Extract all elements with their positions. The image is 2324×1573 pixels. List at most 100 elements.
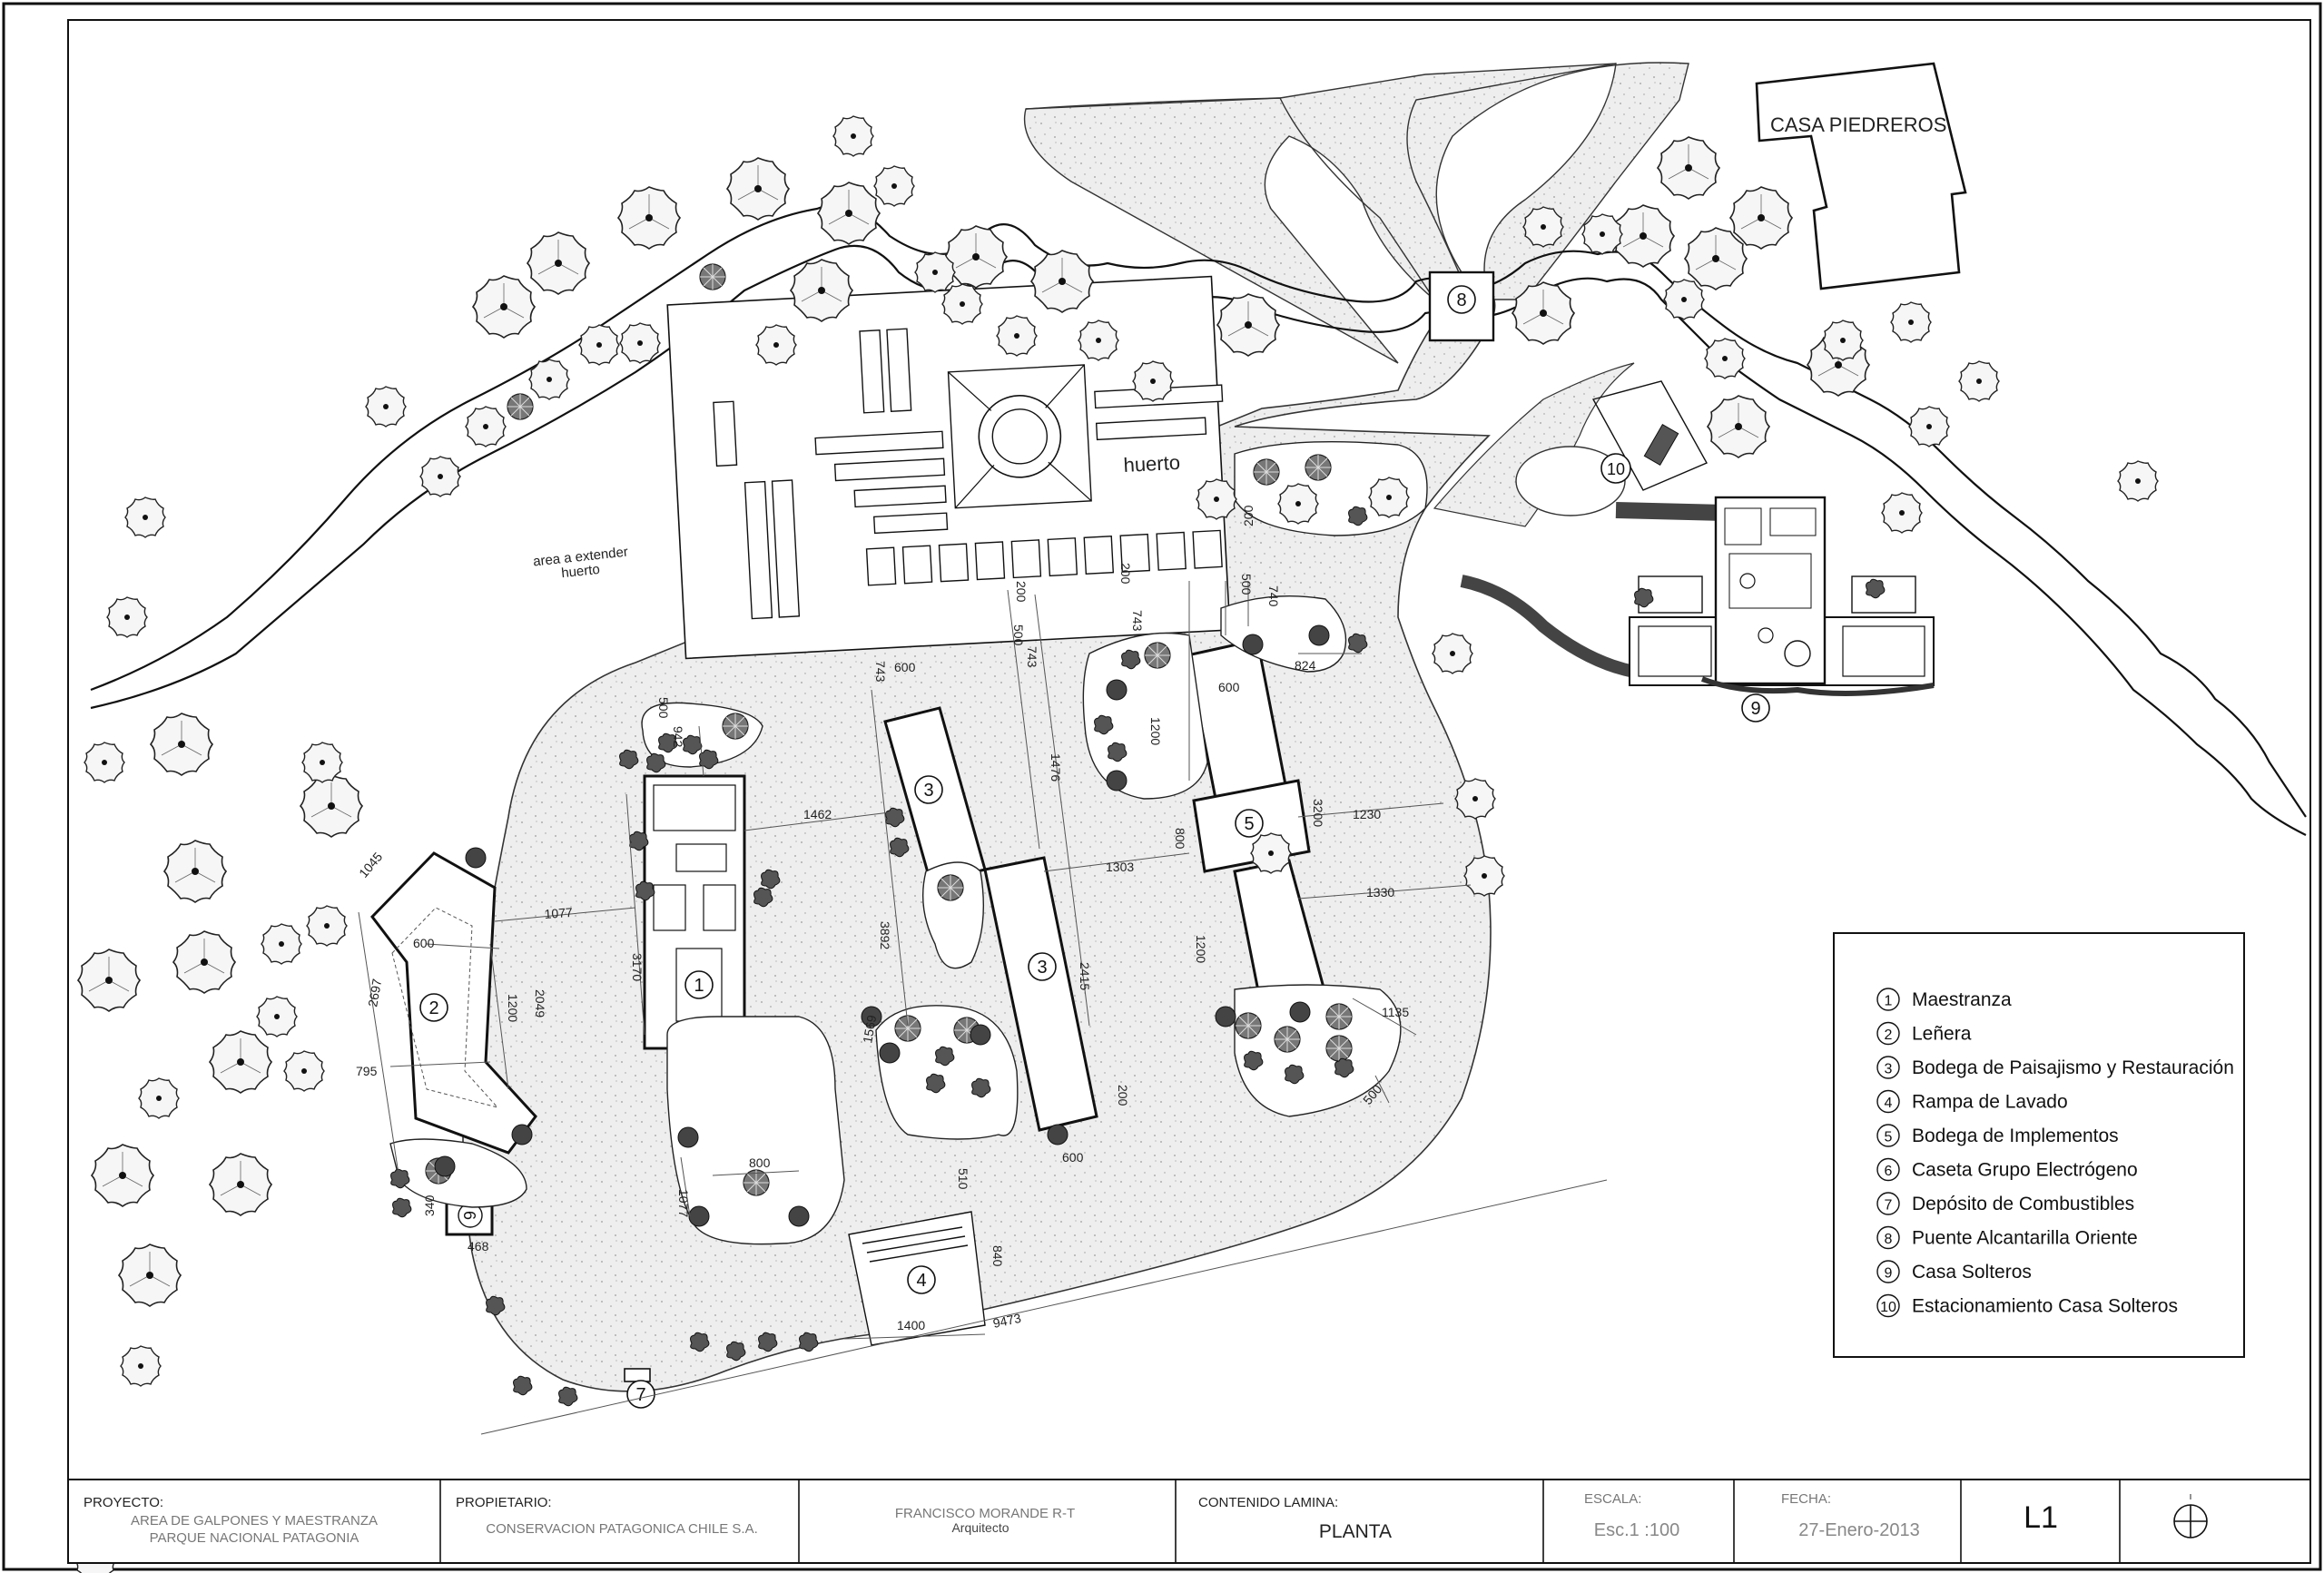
fecha-value: 27-Enero-2013 bbox=[1798, 1520, 1919, 1540]
legend-number-ring bbox=[1876, 1225, 1900, 1250]
dim-340: 340 bbox=[422, 1194, 437, 1216]
proyecto-line2: PARQUE NACIONAL PATAGONIA bbox=[150, 1530, 359, 1546]
escala-label: ESCALA: bbox=[1584, 1491, 1641, 1507]
building-7-number: 7 bbox=[635, 1385, 645, 1405]
dim-840: 840 bbox=[990, 1245, 1005, 1267]
bridge-8-number: 8 bbox=[1456, 290, 1466, 310]
legend-label: Rampa de Lavado bbox=[1912, 1092, 2068, 1113]
dim-1200-b5b: 1200 bbox=[1194, 935, 1208, 963]
dim-1303: 1303 bbox=[1106, 860, 1134, 874]
dim-824: 824 bbox=[1295, 658, 1316, 673]
building-4-number: 4 bbox=[916, 1271, 926, 1291]
escala-value: Esc.1 :100 bbox=[1594, 1520, 1680, 1540]
legend-number-ring bbox=[1876, 1089, 1900, 1114]
building-3a-number: 3 bbox=[923, 781, 933, 801]
dim-500-c: 500 bbox=[1239, 574, 1254, 595]
dim-2049: 2049 bbox=[533, 989, 547, 1018]
dim-500-b1: 500 bbox=[656, 697, 671, 719]
legend-label: Estacionamiento Casa Solteros bbox=[1912, 1296, 2178, 1317]
legend-number: 7 bbox=[1885, 1198, 1893, 1214]
dim-743-c: 743 bbox=[1130, 610, 1145, 632]
legend-label: Puente Alcantarilla Oriente bbox=[1912, 1228, 2138, 1249]
dimension-lines bbox=[358, 581, 1608, 1435]
legend-number: 10 bbox=[1880, 1300, 1896, 1315]
dim-800: 800 bbox=[749, 1155, 771, 1170]
building-4-number-ring bbox=[907, 1265, 936, 1294]
building-9-number: 9 bbox=[1750, 699, 1760, 719]
legend-number-ring bbox=[1876, 1157, 1900, 1182]
arquitecto-role: Arquitecto bbox=[951, 1520, 1009, 1535]
dim-743-b: 743 bbox=[1025, 646, 1039, 668]
dim-3892: 3892 bbox=[878, 921, 892, 949]
building-3-lower bbox=[983, 856, 1098, 1132]
huerto-center-feature bbox=[947, 364, 1092, 509]
dim-1045: 1045 bbox=[356, 850, 385, 880]
building-3a-number-ring bbox=[914, 775, 943, 804]
dim-1569: 1569 bbox=[860, 1014, 879, 1045]
dim-2697: 2697 bbox=[365, 978, 384, 1008]
legend-number-ring bbox=[1876, 1056, 1900, 1079]
parked-car bbox=[1643, 423, 1679, 467]
propietario-value: CONSERVACION PATAGONICA CHILE S.A. bbox=[486, 1521, 758, 1537]
casa-piedreros-outline bbox=[1755, 62, 1967, 290]
bridge-8-number-ring bbox=[1447, 285, 1476, 314]
dim-3170: 3170 bbox=[630, 953, 645, 981]
building-2-inner bbox=[391, 907, 499, 1108]
building-10-number: 10 bbox=[1607, 460, 1625, 478]
dim-1476: 1476 bbox=[1049, 753, 1063, 782]
legend-number: 1 bbox=[1885, 994, 1893, 1009]
north-arrow-icon bbox=[2173, 1494, 2208, 1539]
lamina-number: L1 bbox=[2024, 1500, 2058, 1535]
legend-item: 6 Caseta Grupo Electrógeno bbox=[1876, 1157, 2138, 1182]
dim-468: 468 bbox=[468, 1239, 489, 1253]
legend-item: 9 Casa Solteros bbox=[1876, 1260, 2032, 1283]
title-block-frame bbox=[67, 1479, 2311, 1564]
legend-number: 5 bbox=[1885, 1130, 1893, 1145]
huerto-label: huerto bbox=[1123, 451, 1181, 477]
legend-number: 8 bbox=[1885, 1232, 1893, 1247]
legend-label: Depósito de Combustibles bbox=[1912, 1194, 2134, 1214]
legend-number: 3 bbox=[1885, 1062, 1893, 1077]
building-9-number-ring bbox=[1741, 693, 1770, 723]
dim-200-b: 200 bbox=[1118, 563, 1133, 585]
legend-number: 4 bbox=[1885, 1096, 1893, 1111]
contenido-label: CONTENIDO LAMINA: bbox=[1198, 1495, 1338, 1510]
legend-label: Bodega de Paisajismo y Restauración bbox=[1912, 1057, 2234, 1078]
building-3b-number: 3 bbox=[1037, 958, 1047, 978]
creek-line-upper bbox=[90, 204, 2307, 818]
building-10-number-ring bbox=[1600, 453, 1631, 484]
dim-800-b5: 800 bbox=[1173, 828, 1187, 850]
legend-number: 6 bbox=[1885, 1164, 1893, 1179]
proyecto-line1: AREA DE GALPONES Y MAESTRANZA bbox=[131, 1513, 378, 1529]
dim-1077: 1077 bbox=[676, 1189, 691, 1217]
dim-200-b3: 200 bbox=[1116, 1085, 1130, 1106]
proyecto-label: PROYECTO: bbox=[84, 1495, 163, 1510]
arquitecto-name: FRANCISCO MORANDE R-T bbox=[895, 1506, 1075, 1521]
gravel-road-north-left bbox=[1025, 63, 1617, 300]
legend-label: Bodega de Implementos bbox=[1912, 1126, 2119, 1146]
dim-600-b3b: 600 bbox=[1062, 1150, 1084, 1165]
building-2-lenera bbox=[370, 851, 537, 1155]
legend-label: Casa Solteros bbox=[1912, 1262, 2032, 1283]
dim-740: 740 bbox=[1266, 585, 1281, 607]
dim-3200: 3200 bbox=[1311, 799, 1325, 827]
legend-label: Caseta Grupo Electrógeno bbox=[1912, 1160, 2138, 1181]
legend-number-ring bbox=[1876, 1192, 1900, 1215]
legend-item: 4 Rampa de Lavado bbox=[1876, 1089, 2068, 1114]
legend-number: 9 bbox=[1885, 1266, 1893, 1282]
legend-item: 7 Depósito de Combustibles bbox=[1876, 1192, 2134, 1215]
dim-200-right: 200 bbox=[1241, 505, 1256, 526]
dim-1200-b2: 1200 bbox=[506, 994, 520, 1022]
legend-item: 3 Bodega de Paisajismo y Restauración bbox=[1876, 1056, 2234, 1079]
building-7-number-ring bbox=[626, 1380, 655, 1409]
contenido-value: PLANTA bbox=[1319, 1521, 1392, 1542]
dim-1200-b5a: 1200 bbox=[1148, 717, 1163, 745]
dimension-labels: 1045 600 1200 2049 2697 795 1077 340 468… bbox=[356, 505, 1409, 1332]
legend-frame bbox=[1833, 932, 2245, 1358]
building-1-number-ring bbox=[684, 970, 714, 999]
dark-road-upper bbox=[1615, 502, 1726, 521]
